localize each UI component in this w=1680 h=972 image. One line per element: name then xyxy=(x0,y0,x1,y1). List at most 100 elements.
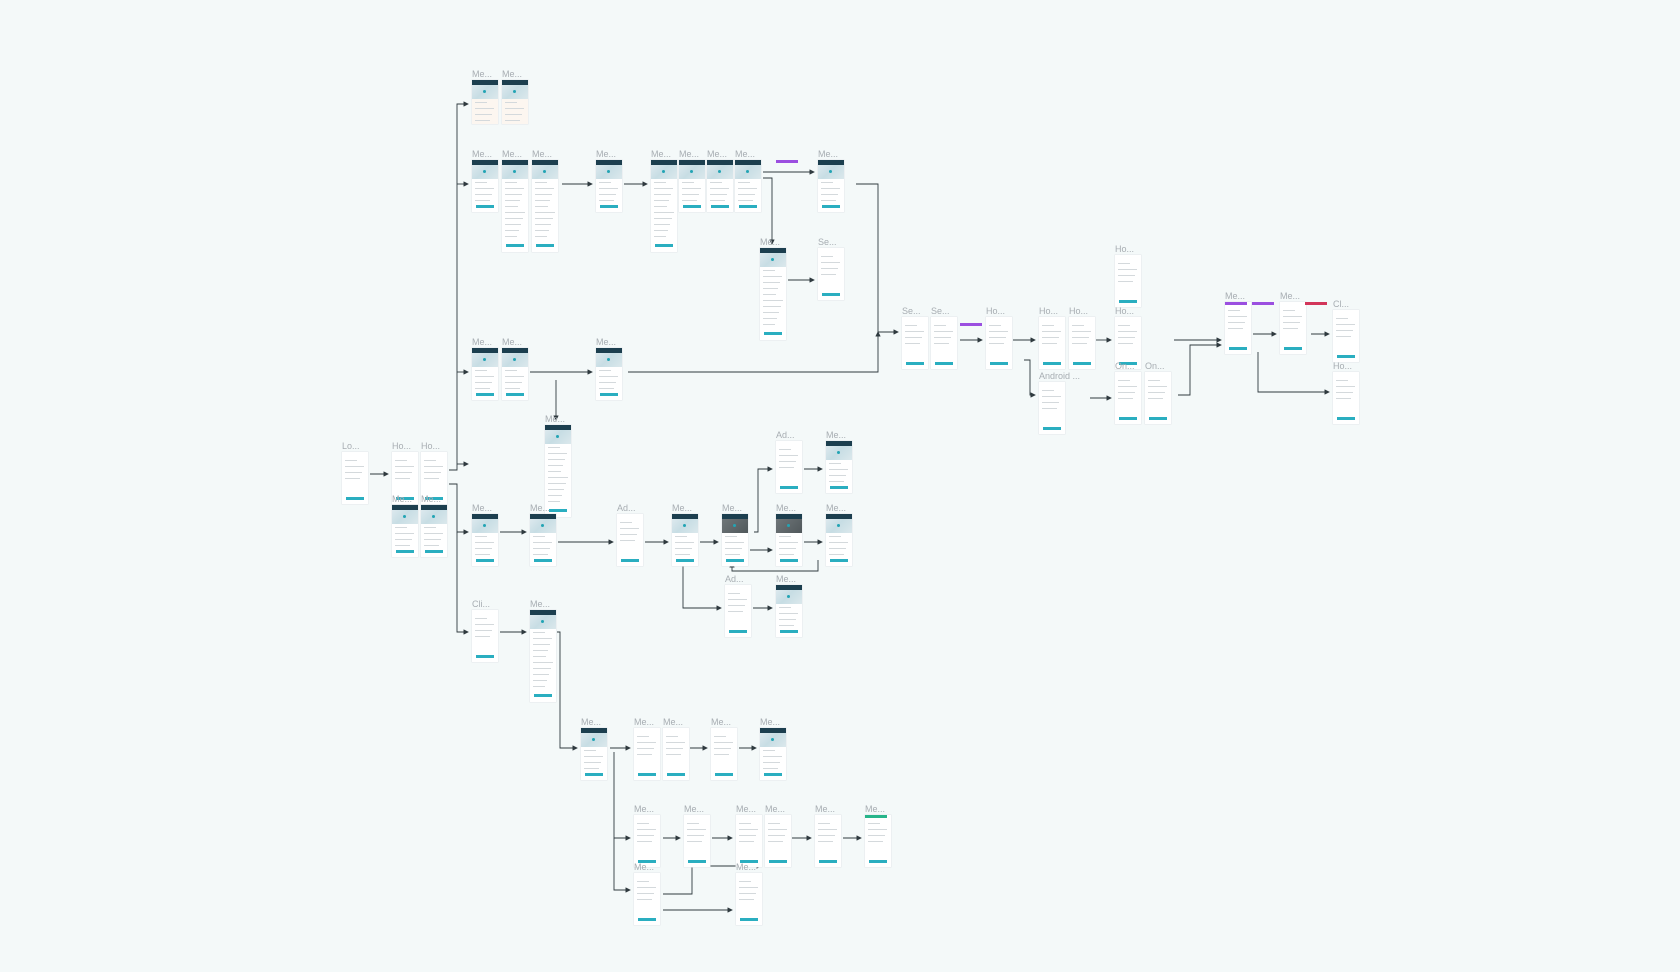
primary-button[interactable] xyxy=(506,393,524,396)
primary-button[interactable] xyxy=(638,918,656,921)
primary-button[interactable] xyxy=(1119,417,1137,420)
primary-button[interactable] xyxy=(1284,347,1302,350)
screen-frame-me[interactable]: Me... xyxy=(722,503,748,566)
primary-button[interactable] xyxy=(1043,427,1061,430)
primary-button[interactable] xyxy=(476,393,494,396)
primary-button[interactable] xyxy=(396,497,414,500)
primary-button[interactable] xyxy=(729,630,747,633)
screen-frame-me[interactable]: Me... xyxy=(596,337,622,400)
screen-frame-cli[interactable]: Cli... xyxy=(472,599,498,662)
primary-button[interactable] xyxy=(830,486,848,489)
primary-button[interactable] xyxy=(585,773,603,776)
screen-frame-ad[interactable]: Ad... xyxy=(617,503,643,566)
primary-button[interactable] xyxy=(715,773,733,776)
primary-button[interactable] xyxy=(621,559,639,562)
primary-button[interactable] xyxy=(476,205,494,208)
primary-button[interactable] xyxy=(780,559,798,562)
screen-frame-ho[interactable]: Ho... xyxy=(1115,306,1141,369)
screen-frame-me[interactable]: Me... xyxy=(530,503,556,566)
primary-button[interactable] xyxy=(764,332,782,335)
primary-button[interactable] xyxy=(676,559,694,562)
screen-frame-me[interactable]: Me... xyxy=(760,237,786,340)
primary-button[interactable] xyxy=(396,550,414,553)
primary-button[interactable] xyxy=(822,205,840,208)
screen-frame-me[interactable]: Me... xyxy=(530,599,556,702)
primary-button[interactable] xyxy=(536,244,554,247)
primary-button[interactable] xyxy=(830,559,848,562)
screen-frame-ho[interactable]: Ho... xyxy=(1039,306,1065,369)
screen-frame-ho[interactable]: Ho... xyxy=(392,441,418,504)
primary-button[interactable] xyxy=(780,630,798,633)
primary-button[interactable] xyxy=(1073,362,1091,365)
screen-frame-on[interactable]: On... xyxy=(1115,361,1141,424)
primary-button[interactable] xyxy=(711,205,729,208)
screen-frame-me[interactable]: Me... xyxy=(776,503,802,566)
screen-frame-me[interactable]: Me... xyxy=(679,149,705,212)
primary-button[interactable] xyxy=(990,362,1008,365)
screen-frame-on[interactable]: On... xyxy=(1145,361,1171,424)
screen-frame-me[interactable]: Me... xyxy=(735,149,761,212)
screen-frame-me[interactable]: Me... xyxy=(736,862,762,925)
primary-button[interactable] xyxy=(740,918,758,921)
screen-frame-me[interactable]: Me... xyxy=(1225,291,1251,354)
screen-frame-me[interactable]: Me... xyxy=(502,337,528,400)
screen-frame-me[interactable]: Me... xyxy=(826,503,852,566)
screen-frame-me[interactable]: Me... xyxy=(472,337,498,400)
primary-button[interactable] xyxy=(476,655,494,658)
screen-frame-me[interactable]: Me... xyxy=(581,717,607,780)
primary-button[interactable] xyxy=(935,362,953,365)
primary-button[interactable] xyxy=(667,773,685,776)
screen-frame-ad[interactable]: Ad... xyxy=(776,430,802,493)
screen-frame-me[interactable]: Me... xyxy=(502,149,528,252)
screen-frame-ho[interactable]: Ho... xyxy=(421,441,447,504)
primary-button[interactable] xyxy=(726,559,744,562)
primary-button[interactable] xyxy=(906,362,924,365)
primary-button[interactable] xyxy=(764,773,782,776)
screen-frame-me[interactable]: Me... xyxy=(596,149,622,212)
primary-button[interactable] xyxy=(534,694,552,697)
primary-button[interactable] xyxy=(655,244,673,247)
screen-frame-me[interactable]: Me... xyxy=(818,149,844,212)
primary-button[interactable] xyxy=(600,205,618,208)
screen-frame-me[interactable]: Me... xyxy=(634,804,660,867)
screen-frame-me[interactable]: Me... xyxy=(765,804,791,867)
primary-button[interactable] xyxy=(476,559,494,562)
screen-frame-android[interactable]: Android ... xyxy=(1039,371,1080,434)
screen-frame-ho[interactable]: Ho... xyxy=(986,306,1012,369)
primary-button[interactable] xyxy=(739,205,757,208)
primary-button[interactable] xyxy=(638,773,656,776)
primary-button[interactable] xyxy=(1149,417,1167,420)
primary-button[interactable] xyxy=(1337,355,1355,358)
screen-frame-me[interactable]: Me... xyxy=(651,149,677,252)
screen-frame-ho[interactable]: Ho... xyxy=(1115,244,1141,307)
primary-button[interactable] xyxy=(1229,347,1247,350)
screen-frame-me[interactable]: Me... xyxy=(472,503,498,566)
primary-button[interactable] xyxy=(688,860,706,863)
screen-frame-cl[interactable]: Cl... xyxy=(1333,299,1359,362)
screen-frame-me[interactable]: Me... xyxy=(865,804,891,867)
primary-button[interactable] xyxy=(819,860,837,863)
screen-frame-me[interactable]: Me... xyxy=(634,862,660,925)
screen-frame-ad[interactable]: Ad... xyxy=(725,574,751,637)
screen-frame-me[interactable]: Me... xyxy=(776,574,802,637)
screen-frame-lo[interactable]: Lo... xyxy=(342,441,368,504)
primary-button[interactable] xyxy=(869,860,887,863)
primary-button[interactable] xyxy=(769,860,787,863)
primary-button[interactable] xyxy=(346,497,364,500)
screen-frame-se[interactable]: Se... xyxy=(931,306,957,369)
screen-frame-me[interactable]: Me... xyxy=(472,149,498,212)
primary-button[interactable] xyxy=(740,860,758,863)
screen-frame-me[interactable]: Me... xyxy=(545,414,571,517)
screen-frame-se[interactable]: Se... xyxy=(818,237,844,300)
primary-button[interactable] xyxy=(683,205,701,208)
primary-button[interactable] xyxy=(549,509,567,512)
screen-frame-me[interactable]: Me... xyxy=(502,69,528,124)
screen-frame-me[interactable]: Me... xyxy=(826,430,852,493)
primary-button[interactable] xyxy=(1119,300,1137,303)
primary-button[interactable] xyxy=(600,393,618,396)
screen-frame-me[interactable]: Me... xyxy=(711,717,737,780)
screen-frame-me[interactable]: Me... xyxy=(663,717,689,780)
primary-button[interactable] xyxy=(638,860,656,863)
primary-button[interactable] xyxy=(534,559,552,562)
screen-frame-ho[interactable]: Ho... xyxy=(1333,361,1359,424)
